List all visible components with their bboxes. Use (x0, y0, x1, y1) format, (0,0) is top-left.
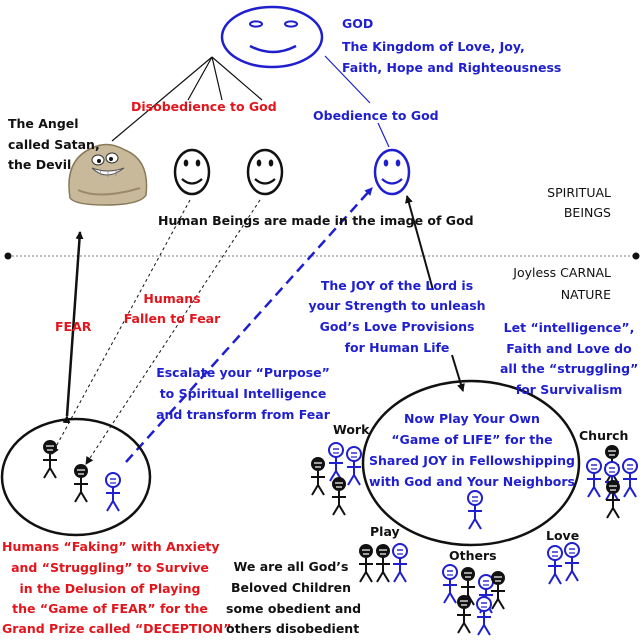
fear-arrow (62, 231, 84, 424)
stick-figure-icon (331, 476, 347, 516)
faking-line2: and “Struggling” to Survive (11, 560, 209, 575)
group-church-label: Church (579, 428, 629, 443)
obedience-line (324, 55, 371, 104)
stick-figure-icon (42, 439, 58, 479)
joy-line3: God’s Love Provisions (319, 319, 475, 334)
obedience-line-lower (377, 122, 390, 148)
stick-figure-icon (328, 442, 344, 482)
spiritual-line1: SPIRITUAL (547, 185, 611, 200)
life-line3: Shared JOY in Fellowshipping (369, 453, 575, 468)
satan-line1: The Angel (8, 116, 79, 131)
escalate-line3: and transform from Fear (156, 407, 330, 422)
intelligence-line4: for Survivalism (515, 382, 623, 397)
stick-figure-icon (358, 543, 374, 583)
joy-arrow-up (405, 195, 434, 291)
intelligence-line3: all the “struggling” (500, 361, 639, 376)
stick-figure-icon (622, 458, 638, 498)
stick-figure-icon (564, 542, 580, 582)
group-work-label: Work (333, 422, 370, 437)
faking-line1: Humans “Faking” with Anxiety (2, 539, 220, 554)
stick-figure-icon (310, 456, 326, 496)
smiley-face-icon (246, 148, 284, 196)
stick-figure-icon (467, 490, 483, 530)
life-circle (361, 379, 581, 547)
faking-line3: in the Delusion of Playing (19, 581, 201, 596)
satan-line3: the Devil (8, 157, 72, 172)
joy-line1: The JOY of the Lord is (320, 278, 474, 293)
divider-end (632, 252, 640, 260)
devil-rock-icon (68, 143, 148, 206)
fall-arrow (51, 199, 191, 455)
intelligence-line1: Let “intelligence”, (503, 320, 635, 335)
joy-arrow-down (451, 354, 465, 392)
group-play-label: Play (370, 524, 400, 539)
joy-line2: your Strength to unleash (308, 298, 486, 313)
satan-line2: called Satan, (8, 137, 100, 152)
fall-arrow (85, 199, 261, 465)
spiritual-line2: BEINGS (563, 205, 611, 220)
children-line2: Beloved Children (231, 580, 351, 595)
escalate-line1: Escalate your “Purpose” (156, 365, 330, 380)
branch-lines (111, 56, 263, 142)
children-line1: We are all God’s (233, 559, 349, 574)
fallen-line1: Humans (143, 291, 201, 306)
god-face-icon (220, 5, 324, 69)
life-line4: with God and Your Neighbors (369, 474, 575, 489)
god-title: GOD (342, 16, 374, 31)
fear-label: FEAR (55, 319, 92, 334)
joy-line4: for Human Life (344, 340, 450, 355)
divider-end (4, 252, 12, 260)
smiley-face-icon (373, 148, 411, 196)
group-love-label: Love (546, 528, 580, 543)
god-line1: The Kingdom of Love, Joy, (342, 39, 525, 54)
stick-figure-icon (442, 564, 458, 604)
stick-figure-icon (73, 463, 89, 503)
stick-figure-icon (490, 570, 506, 610)
god-line2: Faith, Hope and Righteousness (342, 60, 562, 75)
children-line4: others disobedient (226, 621, 360, 636)
stick-figure-icon (547, 545, 563, 585)
escalate-line2: to Spiritual Intelligence (159, 386, 327, 401)
disobedience-label: Disobedience to God (131, 99, 277, 114)
faking-line4: the “Game of FEAR” for the (12, 601, 208, 616)
life-line1: Now Play Your Own (404, 411, 540, 426)
stick-figure-icon (456, 594, 472, 634)
carnal-line1: Joyless CARNAL (513, 265, 611, 280)
obedience-label: Obedience to God (313, 108, 439, 123)
stick-figure-icon (586, 458, 602, 498)
fallen-line2: Fallen to Fear (123, 311, 221, 326)
stick-figure-icon (346, 446, 362, 486)
stick-figure-icon (605, 479, 621, 519)
stick-figure-icon (375, 543, 391, 583)
intelligence-line2: Faith and Love do (506, 341, 632, 356)
group-others-label: Others (449, 548, 497, 563)
children-line3: some obedient and (226, 601, 362, 616)
stick-figure-icon (105, 472, 121, 512)
escalate-arrow (125, 187, 373, 463)
faking-line5: Grand Prize called “DECEPTION” (2, 621, 232, 636)
image-of-god-label: Human Beings are made in the image of Go… (158, 213, 474, 228)
stick-figure-icon (392, 543, 408, 583)
life-line2: “Game of LIFE” for the (391, 432, 553, 447)
stick-figure-icon (476, 596, 492, 636)
carnal-line2: NATURE (560, 287, 611, 302)
smiley-face-icon (173, 148, 211, 196)
fear-circle (0, 417, 152, 537)
